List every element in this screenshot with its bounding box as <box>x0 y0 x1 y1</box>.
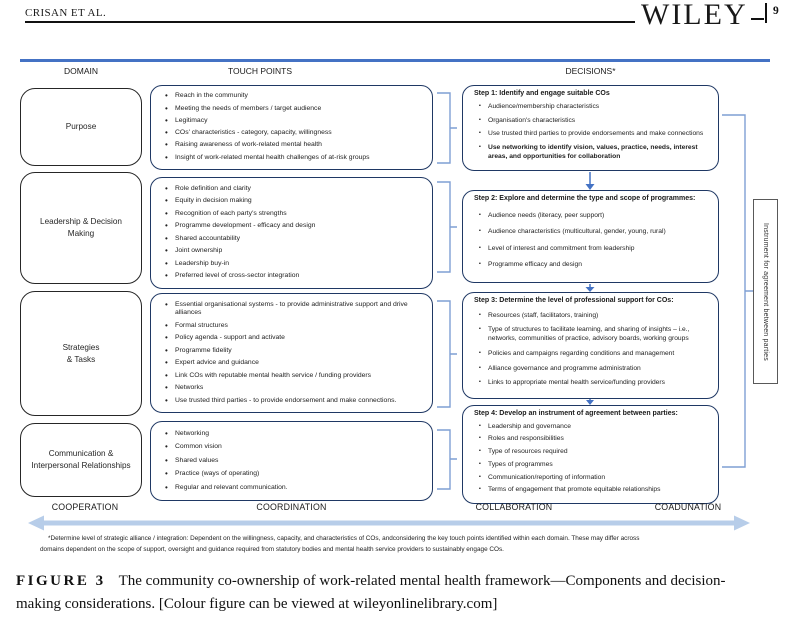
step-item: Links to appropriate mental health servi… <box>479 379 710 388</box>
touch-point-item: Meeting the needs of members / target au… <box>165 104 424 114</box>
touch-points-box-purpose: Reach in the community Meeting the needs… <box>150 85 433 170</box>
touch-point-item: Common vision <box>165 442 424 452</box>
step-item: Communication/reporting of information <box>479 474 710 483</box>
touch-points-box-communication: Networking Common vision Shared values P… <box>150 421 433 501</box>
touch-point-item: Role definition and clarity <box>165 184 424 194</box>
touch-points-box-leadership: Role definition and clarity Equity in de… <box>150 177 433 289</box>
step-items-list: Leadership and governance Roles and resp… <box>474 419 710 499</box>
touch-point-item: Recognition of each party's strengths <box>165 209 424 219</box>
step-box-1: Step 1: Identify and engage suitable COs… <box>462 85 719 171</box>
domain-box-communication: Communication & Interpersonal Relationsh… <box>20 423 142 497</box>
figure-top-rule <box>20 59 770 62</box>
touch-point-item: Leadership buy-in <box>165 259 424 269</box>
column-header-touch-points: TOUCH POINTS <box>227 66 293 76</box>
step-title: Step 2: Explore and determine the type a… <box>474 195 696 202</box>
step-item: Type of resources required <box>479 448 710 457</box>
wiley-dash <box>751 18 764 20</box>
step-items-list: Audience needs (literacy, peer support) … <box>474 204 710 278</box>
step-title: Step 3: Determine the level of professio… <box>474 297 674 304</box>
touch-points-list: Essential organisational systems - to pr… <box>151 294 432 412</box>
footnote-line: *Determine level of strategic alliance /… <box>48 535 640 542</box>
touch-point-item: Legitimacy <box>165 116 424 126</box>
touch-point-item: Joint ownership <box>165 246 424 256</box>
step-item: Level of interest and commitment from le… <box>479 245 710 254</box>
wiley-logo: WILEY <box>641 0 748 31</box>
touch-point-item: Policy agenda - support and activate <box>165 333 424 343</box>
touch-point-item: Essential organisational systems - to pr… <box>165 300 424 319</box>
step-item: Leadership and governance <box>479 423 710 432</box>
domain-box-purpose: Purpose <box>20 88 142 166</box>
step-item: Type of structures to facilitate learnin… <box>479 326 710 343</box>
step-item: Terms of engagement that promote equitab… <box>479 486 710 495</box>
step-title: Step 4: Develop an instrument of agreeme… <box>474 410 678 417</box>
touch-point-item: Raising awareness of work-related mental… <box>165 140 424 150</box>
step-item: Audience needs (literacy, peer support) <box>479 212 710 221</box>
touch-point-item: Programme development - efficacy and des… <box>165 221 424 231</box>
touch-points-list: Role definition and clarity Equity in de… <box>151 178 432 288</box>
touch-point-item: Link COs with reputable mental health se… <box>165 371 424 381</box>
touch-point-item: Networks <box>165 383 424 393</box>
spectrum-label-collaboration: COLLABORATION <box>475 502 553 512</box>
step-item: Types of programmes <box>479 461 710 470</box>
step-item: Use trusted third parties to provide end… <box>479 130 710 139</box>
footnote-line: domains dependent on the scope of suppor… <box>40 545 504 553</box>
touch-point-item: Networking <box>165 429 424 439</box>
figure-caption-tag: FIGURE 3 <box>16 573 106 589</box>
touch-point-item: Insight of work-related mental health ch… <box>165 153 424 163</box>
step-item: Roles and responsibilities <box>479 435 710 444</box>
step-box-2: Step 2: Explore and determine the type a… <box>462 190 719 283</box>
spectrum-label-cooperation: COOPERATION <box>51 502 119 512</box>
step-item: Policies and campaigns regarding conditi… <box>479 350 710 359</box>
figure-footnote: *Determine level of strategic alliance /… <box>40 534 762 556</box>
step-item: Resources (staff, facilitators, training… <box>479 312 710 321</box>
touch-point-item: Shared values <box>165 456 424 466</box>
figure-caption-text: The community co-ownership of work-relat… <box>16 573 726 612</box>
touch-point-item: Expert advice and guidance <box>165 358 424 368</box>
header-rule <box>25 21 635 23</box>
spectrum-label-coordination: COORDINATION <box>256 502 327 512</box>
step-item: Use networking to identify vision, value… <box>479 144 710 161</box>
column-header-domain: DOMAIN <box>64 66 98 76</box>
touch-point-item: Regular and relevant communication. <box>165 483 424 493</box>
touch-point-item: Formal structures <box>165 321 424 331</box>
domain-box-leadership: Leadership & Decision Making <box>20 172 142 284</box>
touch-point-item: Practice (ways of operating) <box>165 469 424 479</box>
touch-point-item: COs' characteristics - category, capacit… <box>165 128 424 138</box>
spectrum-label-coadunation: COADUNATION <box>654 502 722 512</box>
domain-box-strategies: Strategies & Tasks <box>20 291 142 416</box>
touch-points-list: Networking Common vision Shared values P… <box>151 422 432 500</box>
instrument-side-label-text: Instrument for agreement between parties <box>762 222 769 361</box>
touch-point-item: Use trusted third parties - to provide e… <box>165 396 424 406</box>
step-item: Audience characteristics (multicultural,… <box>479 228 710 237</box>
touch-point-item: Shared accountability <box>165 234 424 244</box>
page-number: 9 <box>773 5 779 17</box>
step-item: Programme efficacy and design <box>479 261 710 270</box>
touch-points-list: Reach in the community Meeting the needs… <box>151 86 432 169</box>
step-items-list: Audience/membership characteristics Orga… <box>474 99 710 166</box>
column-header-decisions: DECISIONS* <box>565 66 616 76</box>
instrument-side-label: Instrument for agreement between parties <box>753 199 778 384</box>
step-item: Alliance governance and programme admini… <box>479 365 710 374</box>
step-items-list: Resources (staff, facilitators, training… <box>474 306 710 394</box>
touch-point-item: Reach in the community <box>165 91 424 101</box>
step-item: Organisation's characteristics <box>479 117 710 126</box>
running-head: CRISAN ET AL. <box>25 7 107 19</box>
step-title: Step 1: Identify and engage suitable COs <box>474 90 610 97</box>
touch-point-item: Equity in decision making <box>165 196 424 206</box>
touch-point-item: Programme fidelity <box>165 346 424 356</box>
touch-point-item: Preferred level of cross-sector integrat… <box>165 271 424 281</box>
touch-points-box-strategies: Essential organisational systems - to pr… <box>150 293 433 413</box>
step-box-3: Step 3: Determine the level of professio… <box>462 292 719 399</box>
step-box-4: Step 4: Develop an instrument of agreeme… <box>462 405 719 504</box>
page-number-separator <box>765 3 767 23</box>
step-item: Audience/membership characteristics <box>479 103 710 112</box>
